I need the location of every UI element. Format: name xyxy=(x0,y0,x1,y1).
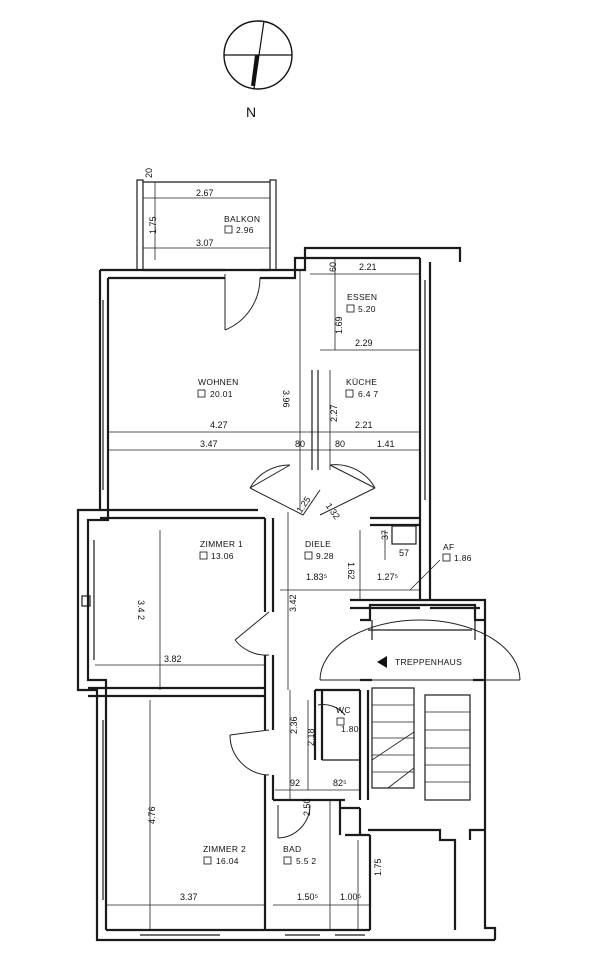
dim-label: 3.42 xyxy=(288,594,298,612)
room-af: AF 1.86 xyxy=(442,542,472,563)
room-area: 13.06 xyxy=(211,551,234,561)
stairs-icon xyxy=(371,656,471,801)
room-kueche: KÜCHE 6.4 7 xyxy=(345,377,378,399)
dim-label: 57 xyxy=(399,548,409,558)
north-label: N xyxy=(246,104,256,120)
room-area: 1.86 xyxy=(454,553,472,563)
dim-label: 2.36 xyxy=(289,716,299,734)
room-zimmer2: ZIMMER 2 16.04 xyxy=(203,844,246,866)
room-name: WOHNEN xyxy=(198,377,239,387)
dim-label: 1.50⁵ xyxy=(297,892,319,902)
room-name: DIELE xyxy=(305,539,331,549)
room-name: BALKON xyxy=(224,214,260,224)
dim-label: 1.62 xyxy=(346,562,356,580)
room-name: BAD xyxy=(283,844,301,854)
dim-label: 3.82 xyxy=(164,654,182,664)
dim-label: 1.69 xyxy=(334,316,344,334)
dim-label: 1.83⁵ xyxy=(306,572,328,582)
zimmer1-door-icon xyxy=(234,611,270,656)
double-door-icon xyxy=(249,464,376,516)
dim-label: 82⁵ xyxy=(333,778,347,788)
room-diele: DIELE 9.28 xyxy=(304,539,334,561)
interior-walls xyxy=(88,370,485,930)
compass-icon xyxy=(223,20,293,90)
dim-label: 2.21 xyxy=(359,262,377,272)
dim-label: 1.27⁵ xyxy=(377,572,399,582)
room-area: 9.28 xyxy=(316,551,334,561)
room-area: 6.4 7 xyxy=(358,389,378,399)
room-essen: ESSEN 5.20 xyxy=(346,292,377,314)
dim-label: 2.67 xyxy=(196,188,214,198)
zimmer2-door-icon xyxy=(229,729,270,776)
dim-label: 60 xyxy=(328,262,338,272)
dim-label: 2.29 xyxy=(355,338,373,348)
dimension-lines xyxy=(95,182,441,930)
dim-label: 80 xyxy=(335,439,345,449)
room-name: WC xyxy=(336,705,351,715)
wc-door-icon xyxy=(317,704,346,716)
dim-label: 3.47 xyxy=(200,439,218,449)
dim-label: 20 xyxy=(144,168,154,178)
room-bad: BAD 5.5 2 xyxy=(283,844,316,866)
dim-label: 1.75 xyxy=(373,858,383,876)
room-area: 5.20 xyxy=(358,304,376,314)
room-area: 2.96 xyxy=(236,225,254,235)
windows xyxy=(81,280,426,936)
dim-label: 2.27 xyxy=(329,404,339,422)
dim-label: 3.37 xyxy=(180,892,198,902)
room-area: 5.5 2 xyxy=(296,856,316,866)
dim-label: 1.41 xyxy=(377,439,395,449)
room-name: AF xyxy=(443,542,454,552)
dim-label: 3.07 xyxy=(196,238,214,248)
room-name: ZIMMER 2 xyxy=(203,844,246,854)
dim-label: 3.4 2 xyxy=(136,600,146,620)
room-name: TREPPENHAUS xyxy=(395,657,462,667)
dim-label: 2.50 xyxy=(302,798,312,816)
room-name: ESSEN xyxy=(347,292,377,302)
staircase-door-icon xyxy=(319,619,521,681)
dim-label: 1.75 xyxy=(148,216,158,234)
dim-label: 2.18 xyxy=(306,728,316,746)
dim-label: 4.76 xyxy=(147,806,157,824)
room-wc: WC 1.80 xyxy=(336,705,359,734)
room-balkon: BALKON 2.96 xyxy=(224,214,260,235)
room-wohnen: WOHNEN 20.01 xyxy=(197,377,239,399)
dim-label: 3.96 xyxy=(281,390,291,408)
room-name: KÜCHE xyxy=(346,377,377,387)
dim-label: 1.32 xyxy=(324,501,342,521)
room-area: 20.01 xyxy=(210,389,233,399)
dim-label: 2.21 xyxy=(355,420,373,430)
room-area: 1.80 xyxy=(341,724,359,734)
room-area: 16.04 xyxy=(216,856,239,866)
room-treppenhaus: TREPPENHAUS xyxy=(395,657,462,667)
dim-label: 92 xyxy=(290,778,300,788)
dim-label: 1.00⁵ xyxy=(340,892,362,902)
balcony-door-icon xyxy=(224,274,261,331)
bad-door-icon xyxy=(277,804,311,839)
dim-label: 80 xyxy=(295,439,305,449)
room-name: ZIMMER 1 xyxy=(200,539,243,549)
dim-label: 4.27 xyxy=(210,420,228,430)
room-zimmer1: ZIMMER 1 13.06 xyxy=(199,539,243,561)
dim-label: 37 xyxy=(380,530,390,540)
